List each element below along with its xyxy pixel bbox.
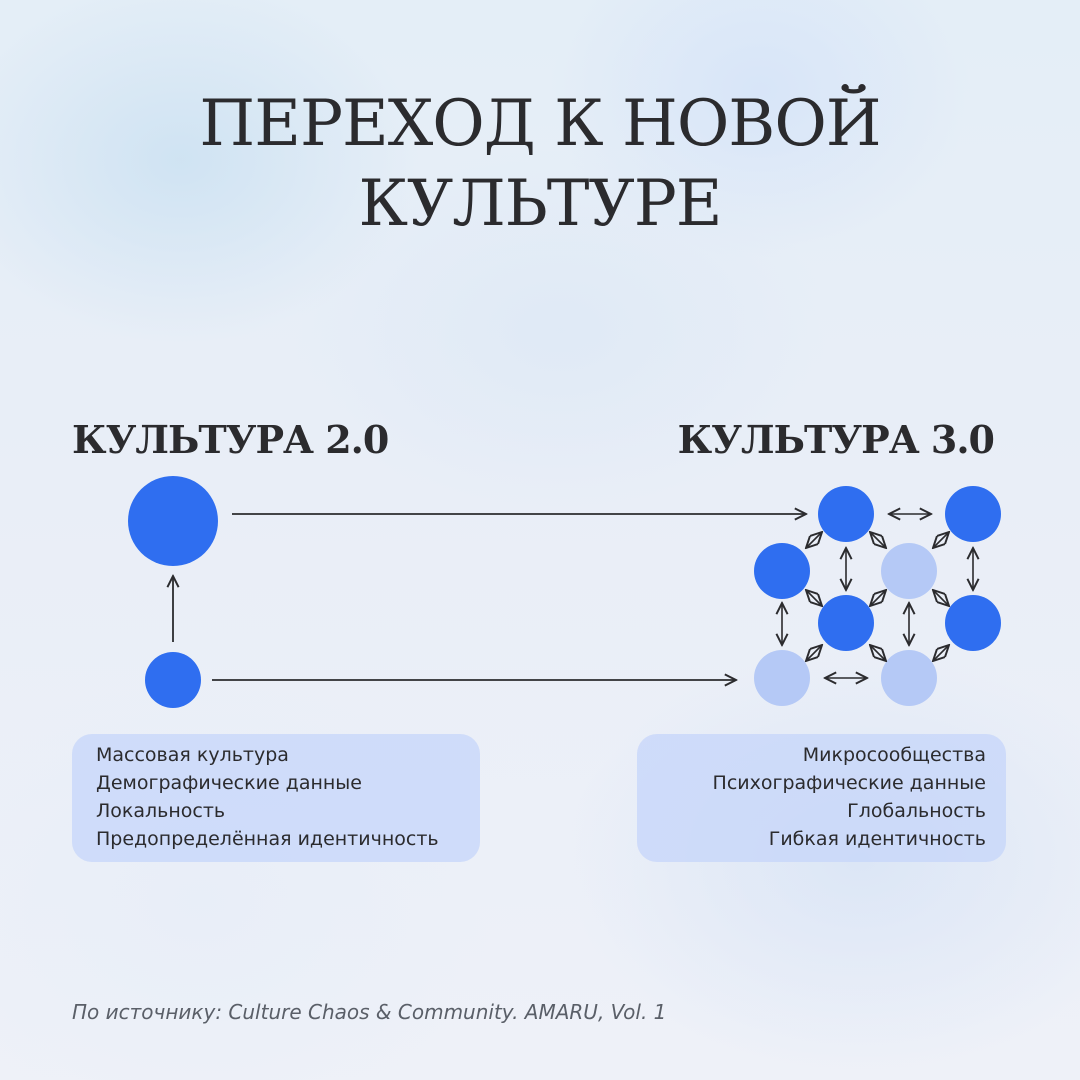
page-title: ПЕРЕХОД К НОВОЙ КУЛЬТУРЕ (0, 84, 1080, 244)
double-arrow-diagonal-icon (933, 590, 949, 606)
culture-2-label: КУЛЬТУРА 2.0 (72, 417, 389, 462)
mass-culture-node (128, 476, 218, 566)
micro-community-node-light (754, 650, 810, 706)
double-arrow-diagonal-icon (870, 532, 886, 548)
double-arrow-diagonal-icon (933, 532, 949, 548)
double-arrow-diagonal-icon (806, 532, 822, 548)
culture-2-features-panel: Массовая культура Демографические данные… (72, 734, 480, 862)
feature-item: Предопределённая идентичность (96, 828, 439, 850)
micro-community-node (818, 595, 874, 651)
individual-node (145, 652, 201, 708)
double-arrow-diagonal-icon (933, 645, 949, 661)
feature-item: Локальность (96, 800, 226, 822)
feature-item: Психографические данные (712, 772, 986, 794)
double-arrow-diagonal-icon (806, 590, 822, 606)
feature-item: Глобальность (847, 800, 986, 822)
feature-item: Микросообщества (802, 744, 986, 766)
double-arrow-diagonal-icon (870, 590, 886, 606)
micro-community-node (818, 486, 874, 542)
culture-3-label: КУЛЬТУРА 3.0 (677, 417, 995, 462)
feature-item: Массовая культура (96, 744, 289, 766)
source-caption: По источнику: Culture Chaos & Community.… (72, 1000, 667, 1024)
micro-community-node (945, 595, 1001, 651)
micro-community-node (754, 543, 810, 599)
culture-3-features-panel: Микросообщества Психографические данные … (637, 734, 1006, 862)
page-title-line-1: ПЕРЕХОД К НОВОЙ (199, 87, 881, 161)
double-arrow-diagonal-icon (806, 645, 822, 661)
feature-item: Гибкая идентичность (768, 828, 986, 850)
feature-item: Демографические данные (96, 772, 362, 794)
micro-community-node-light (881, 543, 937, 599)
double-arrow-diagonal-icon (870, 645, 886, 661)
micro-community-node (945, 486, 1001, 542)
micro-community-node-light (881, 650, 937, 706)
page-title-line-2: КУЛЬТУРЕ (358, 167, 722, 241)
